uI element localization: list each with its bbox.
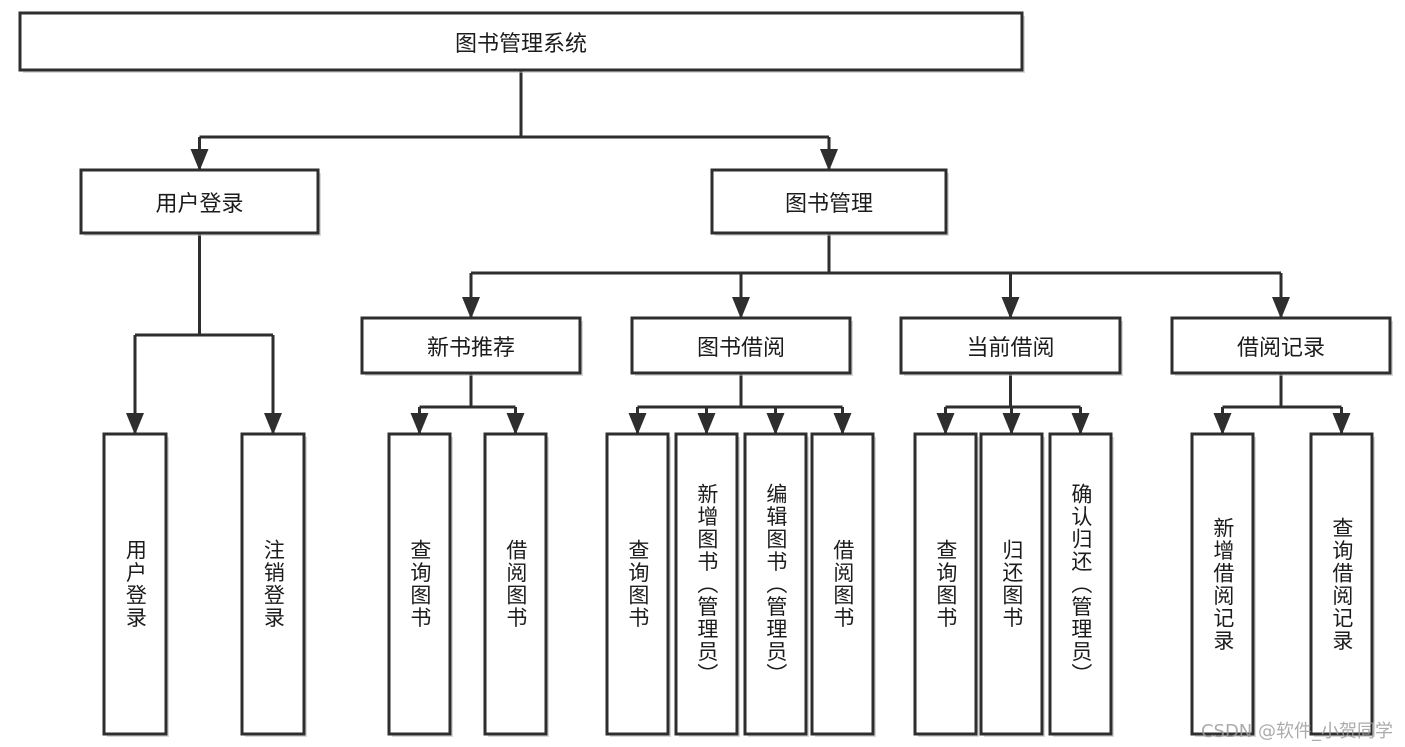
node-box-outline	[360, 316, 582, 375]
arrow-head-icon	[732, 297, 750, 319]
node-leaf[interactable]	[387, 432, 453, 737]
arrow-head-icon	[1071, 413, 1090, 435]
node-box-outline	[387, 432, 452, 736]
node-leaf[interactable]	[743, 432, 809, 737]
node-leaf[interactable]	[979, 432, 1045, 737]
arrow-head-icon	[1332, 413, 1351, 435]
node-leaf[interactable]	[1190, 432, 1256, 737]
node-leaf[interactable]	[1309, 432, 1375, 737]
node-leaf[interactable]	[240, 432, 307, 737]
arrow-head-icon	[506, 413, 525, 435]
node-root[interactable]	[18, 11, 1025, 73]
node-box-layer	[18, 11, 1393, 737]
csdn-watermark: CSDN @软件_小贺同学	[1200, 721, 1393, 742]
node-box-outline	[710, 168, 948, 235]
node-leaf[interactable]	[483, 432, 549, 737]
arrow-head-icon	[264, 413, 282, 435]
node-box-outline	[1048, 432, 1113, 736]
node-leaf[interactable]	[605, 432, 671, 737]
node-box-outline	[630, 316, 852, 375]
arrow-head-icon	[628, 413, 647, 435]
arrow-head-icon	[936, 413, 955, 435]
arrow-head-icon	[1213, 413, 1232, 435]
node-level2[interactable]	[1170, 316, 1393, 376]
node-box-outline	[913, 432, 978, 736]
node-leaf[interactable]	[674, 432, 740, 737]
node-level2[interactable]	[899, 316, 1123, 376]
node-level2[interactable]	[630, 316, 853, 376]
node-level1[interactable]	[79, 168, 321, 236]
arrow-head-icon	[1001, 297, 1020, 319]
node-box-outline	[743, 432, 808, 736]
arrow-head-icon	[1272, 297, 1290, 319]
node-box-outline	[1170, 316, 1392, 375]
arrow-head-icon	[410, 413, 429, 435]
node-level1[interactable]	[710, 168, 949, 236]
node-box-outline	[605, 432, 670, 736]
node-level2[interactable]	[360, 316, 583, 376]
arrow-head-icon	[697, 413, 716, 435]
node-box-outline	[674, 432, 739, 736]
node-box-outline	[79, 168, 320, 235]
node-leaf[interactable]	[1048, 432, 1114, 737]
node-box-outline	[1309, 432, 1374, 736]
node-box-outline	[979, 432, 1044, 736]
node-leaf[interactable]	[913, 432, 979, 737]
node-box-outline	[899, 316, 1122, 375]
arrow-head-icon	[833, 413, 852, 435]
arrow-head-icon	[1002, 413, 1021, 435]
arrow-head-icon	[766, 413, 785, 435]
node-leaf[interactable]	[102, 432, 169, 737]
node-box-outline	[102, 432, 168, 736]
node-box-outline	[810, 432, 875, 736]
node-leaf[interactable]	[810, 432, 876, 737]
arrow-head-icon	[190, 149, 209, 171]
arrow-head-icon	[820, 149, 838, 171]
arrow-head-icon	[462, 297, 480, 319]
node-box-outline	[240, 432, 306, 736]
arrow-head-icon	[126, 413, 144, 435]
node-box-outline	[18, 11, 1024, 72]
node-box-outline	[1190, 432, 1255, 736]
node-box-outline	[483, 432, 548, 736]
connector-layer	[126, 70, 1351, 435]
